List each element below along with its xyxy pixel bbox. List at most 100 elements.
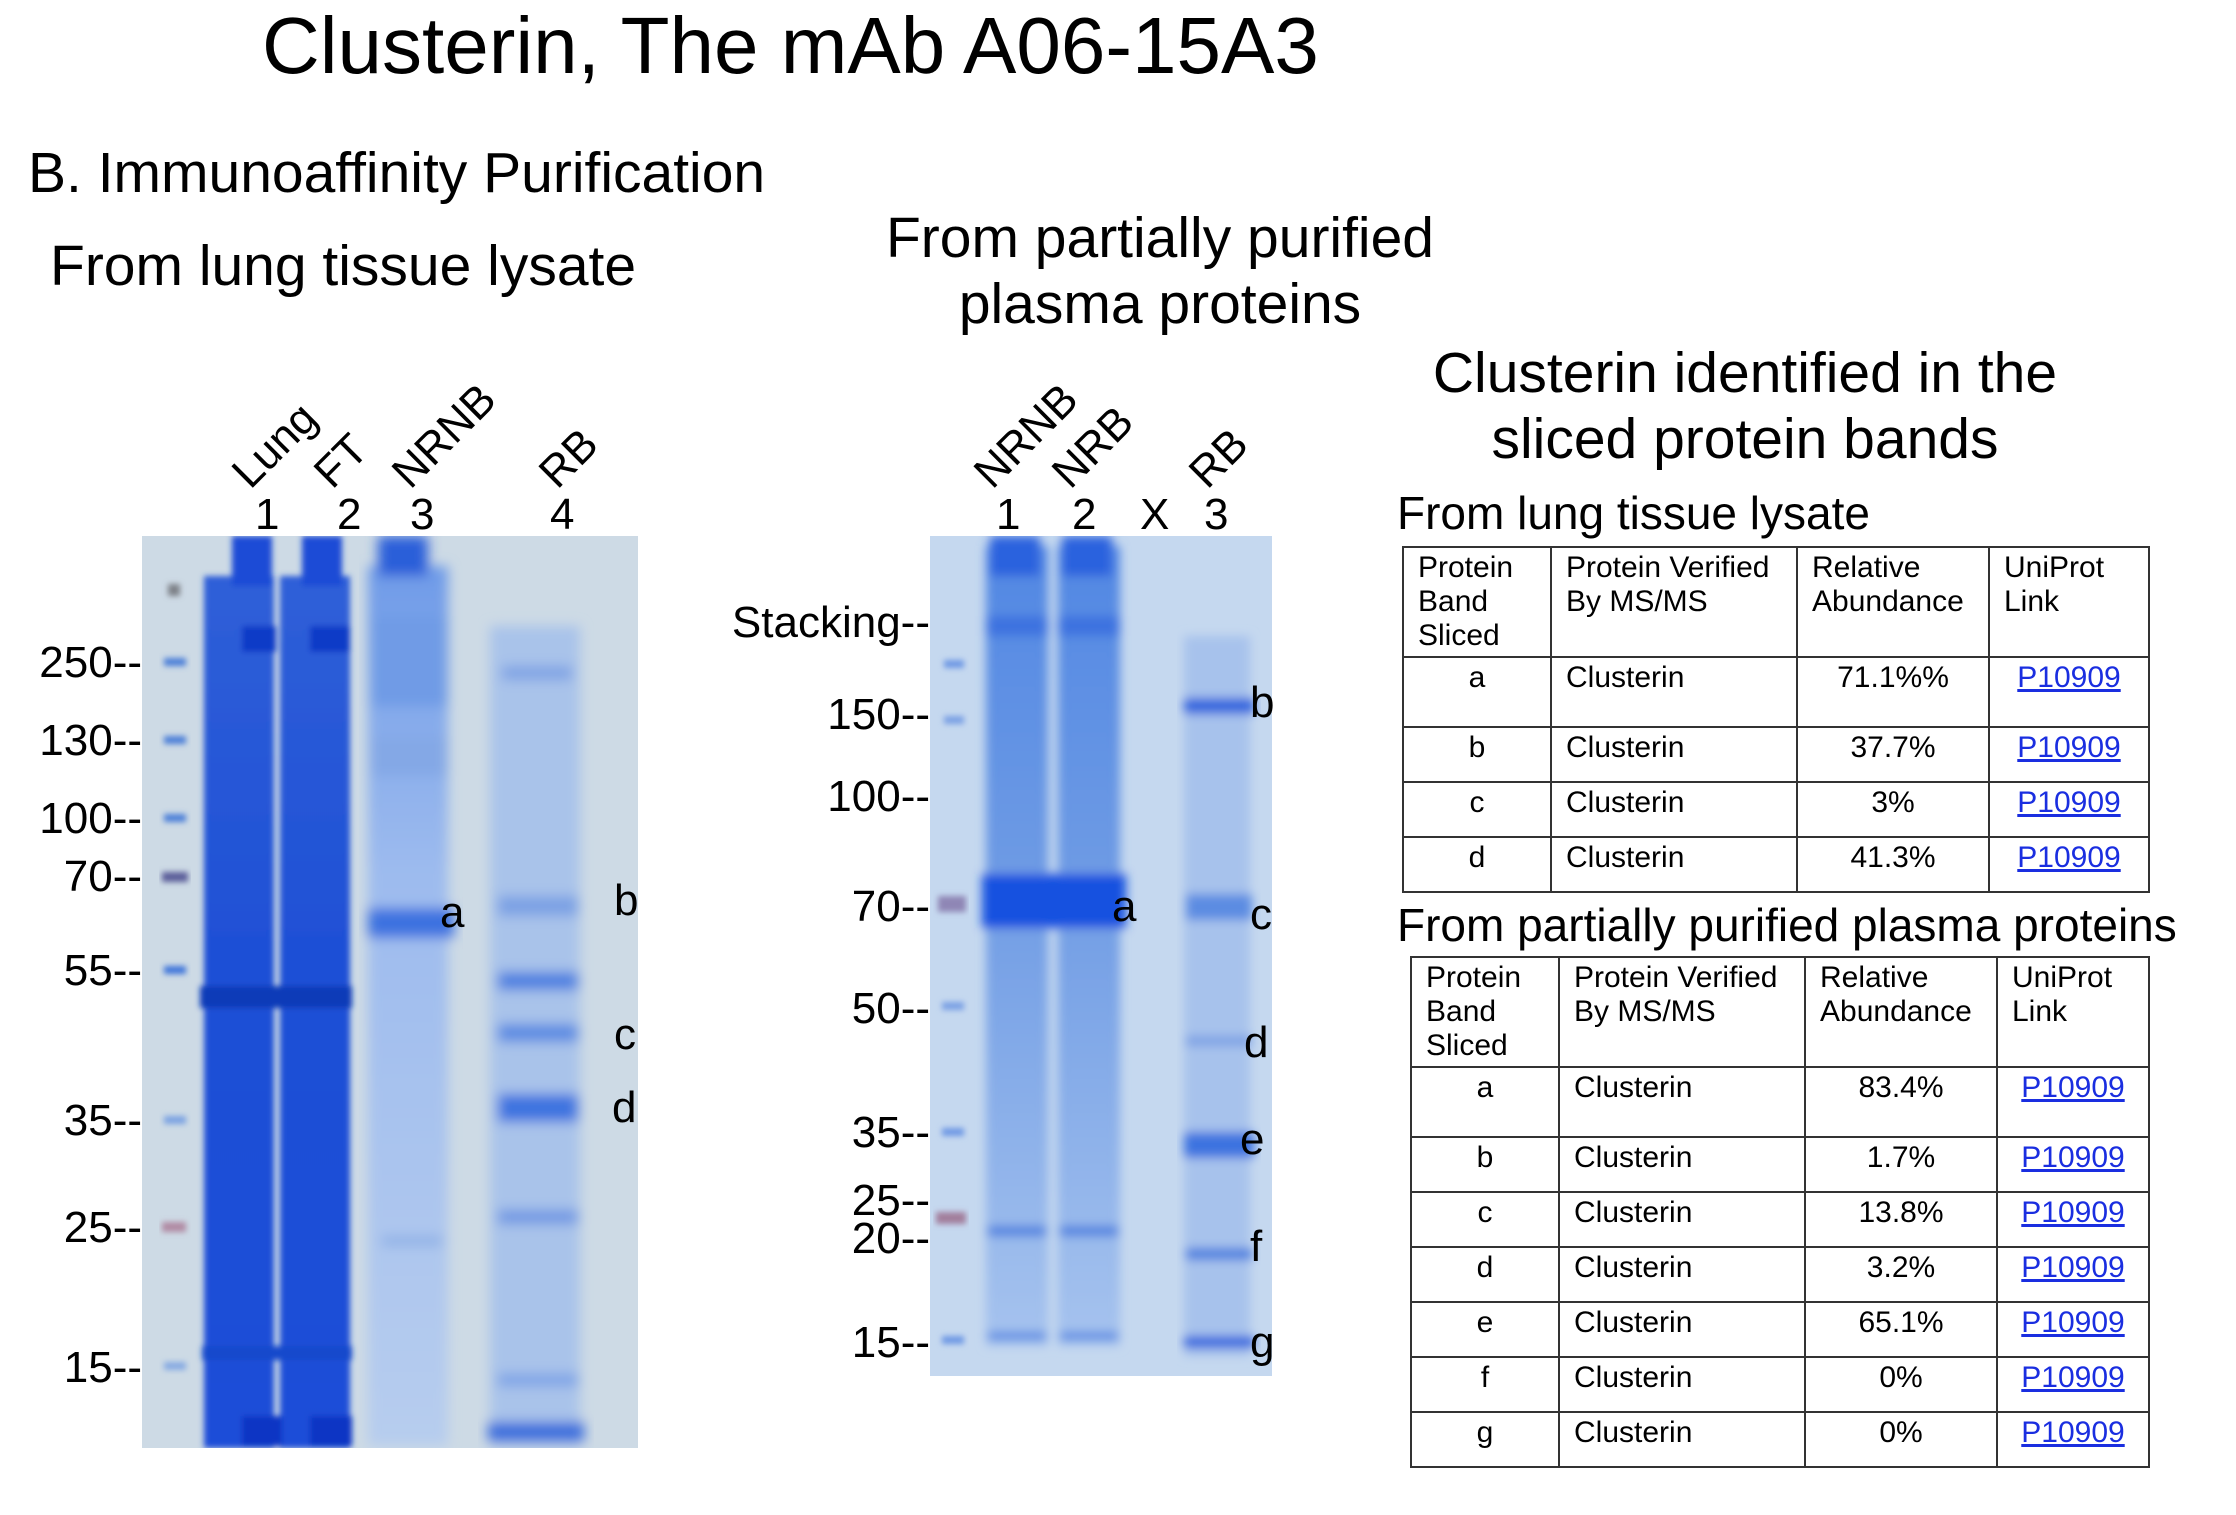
- table-row: c Clusterin 13.8% P10909: [1410, 1191, 2150, 1248]
- gel1-marker-label: 130--: [39, 716, 142, 765]
- uniprot-link[interactable]: P10909: [2021, 1141, 2125, 1174]
- results-heading: Clusterin identified in the sliced prote…: [1432, 341, 2058, 471]
- table1-caption: From lung tissue lysate: [1397, 487, 1870, 539]
- results-table-plasma: Protein Band Sliced Protein Verified By …: [1410, 956, 2150, 1468]
- gel1-marker-label: 15--: [63, 1343, 142, 1392]
- table-header-row: Protein Band Sliced Protein Verified By …: [1402, 546, 2150, 658]
- uniprot-cell: P10909: [1988, 656, 2150, 728]
- protein-cell: Clusterin: [1550, 656, 1798, 728]
- gel2-lane-number: X: [1140, 490, 1170, 539]
- gel2-caption: From partially purified plasma proteins: [885, 206, 1434, 336]
- gel2-marker-label: 35--: [851, 1108, 930, 1157]
- band-cell: b: [1402, 726, 1552, 783]
- table-row: b Clusterin 1.7% P10909: [1410, 1136, 2150, 1193]
- gel2-lane-number: 3: [1204, 490, 1229, 539]
- uniprot-link[interactable]: P10909: [2017, 786, 2121, 819]
- gel2-band-label: g: [1250, 1318, 1275, 1367]
- gel2-band-label: c: [1250, 890, 1272, 939]
- abundance-cell: 3.2%: [1804, 1246, 1998, 1303]
- gel2-marker-label: 150--: [827, 690, 930, 739]
- uniprot-link[interactable]: P10909: [2021, 1071, 2125, 1104]
- gel2-band-label: a: [1112, 882, 1137, 931]
- gel1-lane-number: 1: [255, 490, 280, 539]
- protein-cell: Clusterin: [1558, 1136, 1806, 1193]
- gel1-marker-label: 35--: [63, 1096, 142, 1145]
- band-cell: d: [1402, 836, 1552, 893]
- header-cell: Protein Verified By MS/MS: [1550, 546, 1798, 658]
- abundance-cell: 0%: [1804, 1356, 1998, 1413]
- gel2-band-label: d: [1244, 1018, 1269, 1067]
- gel2-marker-label: 15--: [851, 1318, 930, 1367]
- gel2-band-label: b: [1250, 678, 1275, 727]
- abundance-cell: 37.7%: [1796, 726, 1990, 783]
- uniprot-link[interactable]: P10909: [2021, 1251, 2125, 1284]
- uniprot-cell: P10909: [1996, 1301, 2150, 1358]
- uniprot-cell: P10909: [1996, 1066, 2150, 1138]
- table-header-row: Protein Band Sliced Protein Verified By …: [1410, 956, 2150, 1068]
- header-cell: UniProt Link: [1996, 956, 2150, 1068]
- table-row: d Clusterin 3.2% P10909: [1410, 1246, 2150, 1303]
- gel2-lane-name: RB: [1179, 419, 1258, 498]
- gel1-lane-number: 3: [410, 490, 435, 539]
- table2-caption: From partially purified plasma proteins: [1397, 899, 2177, 951]
- uniprot-link[interactable]: P10909: [2021, 1361, 2125, 1394]
- gel2-marker-label: 70--: [851, 882, 930, 931]
- band-cell: e: [1410, 1301, 1560, 1358]
- gel1-lane-number: 2: [337, 490, 362, 539]
- table-row: f Clusterin 0% P10909: [1410, 1356, 2150, 1413]
- protein-cell: Clusterin: [1558, 1301, 1806, 1358]
- protein-cell: Clusterin: [1558, 1246, 1806, 1303]
- abundance-cell: 1.7%: [1804, 1136, 1998, 1193]
- uniprot-link[interactable]: P10909: [2017, 841, 2121, 874]
- gel1-marker-label: 70--: [63, 852, 142, 901]
- uniprot-cell: P10909: [1996, 1411, 2150, 1468]
- band-cell: a: [1402, 656, 1552, 728]
- gel2-image: [930, 536, 1272, 1376]
- header-cell: UniProt Link: [1988, 546, 2150, 658]
- band-cell: c: [1402, 781, 1552, 838]
- protein-cell: Clusterin: [1550, 726, 1798, 783]
- gel2-marker-label: Stacking--: [731, 598, 930, 647]
- abundance-cell: 13.8%: [1804, 1191, 1998, 1248]
- gel1-band-label: c: [614, 1010, 636, 1059]
- gel1-marker-label: 250--: [39, 638, 142, 687]
- gel1-lane-name: Lung: [222, 393, 327, 498]
- gel2-marker-label: 25--: [851, 1176, 930, 1225]
- header-cell: Relative Abundance: [1804, 956, 1998, 1068]
- uniprot-link[interactable]: P10909: [2017, 731, 2121, 764]
- table-row: e Clusterin 65.1% P10909: [1410, 1301, 2150, 1358]
- gel1-caption: From lung tissue lysate: [50, 234, 637, 298]
- uniprot-cell: P10909: [1996, 1191, 2150, 1248]
- band-cell: d: [1410, 1246, 1560, 1303]
- band-cell: a: [1410, 1066, 1560, 1138]
- gel2-band-label: f: [1250, 1222, 1263, 1271]
- table-row: a Clusterin 83.4% P10909: [1410, 1066, 2150, 1138]
- gel1-band-label: b: [614, 876, 639, 925]
- abundance-cell: 41.3%: [1796, 836, 1990, 893]
- uniprot-link[interactable]: P10909: [2021, 1416, 2125, 1449]
- gel1-band-label: a: [440, 888, 465, 937]
- band-cell: c: [1410, 1191, 1560, 1248]
- gel2-marker-label: 20--: [851, 1214, 930, 1263]
- gel1-lane-name: RB: [529, 419, 608, 498]
- uniprot-cell: P10909: [1988, 836, 2150, 893]
- abundance-cell: 0%: [1804, 1411, 1998, 1468]
- section-heading: B. Immunoaffinity Purification: [28, 141, 766, 205]
- uniprot-link[interactable]: P10909: [2017, 661, 2121, 694]
- table-row: c Clusterin 3% P10909: [1402, 781, 2150, 838]
- abundance-cell: 71.1%%: [1796, 656, 1990, 728]
- header-cell: Relative Abundance: [1796, 546, 1990, 658]
- table-row: a Clusterin 71.1%% P10909: [1402, 656, 2150, 728]
- table-row: g Clusterin 0% P10909: [1410, 1411, 2150, 1468]
- uniprot-link[interactable]: P10909: [2021, 1196, 2125, 1229]
- abundance-cell: 65.1%: [1804, 1301, 1998, 1358]
- results-table-lung: Protein Band Sliced Protein Verified By …: [1402, 546, 2150, 893]
- protein-cell: Clusterin: [1558, 1356, 1806, 1413]
- table-row: b Clusterin 37.7% P10909: [1402, 726, 2150, 783]
- protein-cell: Clusterin: [1558, 1191, 1806, 1248]
- page-title: Clusterin, The mAb A06-15A3: [262, 1, 1319, 90]
- uniprot-link[interactable]: P10909: [2021, 1306, 2125, 1339]
- uniprot-cell: P10909: [1988, 781, 2150, 838]
- uniprot-cell: P10909: [1988, 726, 2150, 783]
- header-cell: Protein Verified By MS/MS: [1558, 956, 1806, 1068]
